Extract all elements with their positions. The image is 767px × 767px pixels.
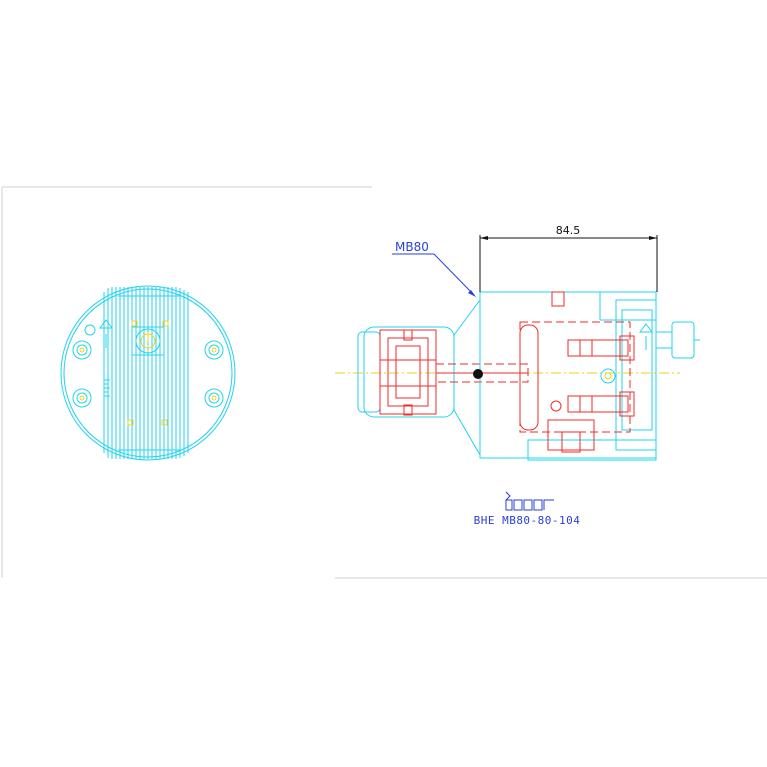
mb80-leader	[392, 253, 476, 297]
head-body	[479, 291, 700, 461]
dimension-label: 84.5	[556, 224, 581, 237]
serration-band	[103, 287, 189, 459]
callout-label: MB80	[395, 240, 429, 254]
dimension-84-5	[479, 235, 658, 292]
reference-ball	[473, 369, 483, 379]
part-number: BHE MB80-80-104	[474, 514, 581, 527]
end-view	[60, 285, 236, 461]
mounting-holes	[72, 340, 224, 408]
sheet-frame	[1, 186, 767, 579]
shank	[357, 299, 481, 456]
head-internals	[519, 291, 635, 453]
manufacturer-logo	[505, 491, 554, 511]
side-view	[335, 235, 700, 511]
